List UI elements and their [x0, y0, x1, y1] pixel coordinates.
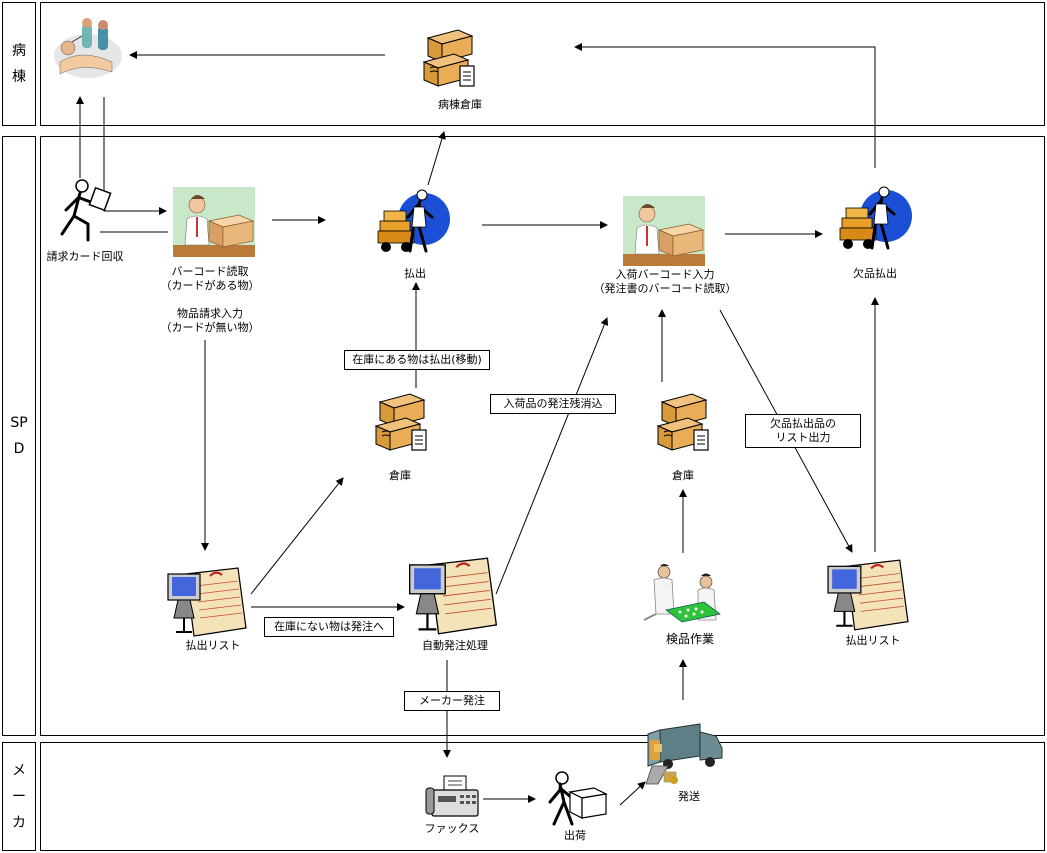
node-request-input-1: 物品請求入力 — [177, 307, 243, 320]
node-fax: ファックス — [424, 822, 480, 835]
flow-label-not-in-stock: 在庫にない物は発注へ — [264, 617, 394, 637]
node-card-collect: 請求カード回収 — [46, 250, 124, 263]
arrow-backorder-to-ward — [574, 43, 876, 168]
arrow-patient-to-clerk — [103, 97, 167, 215]
arrow-autoorder-to-arrival — [495, 317, 609, 595]
lane-ward-text: 病棟 — [12, 43, 26, 85]
node-arrival-input-1: 入荷バーコード入力 — [615, 268, 715, 281]
flow-label-backorder-list: 欠品払出品の リスト出力 — [745, 414, 861, 448]
storage-boxes-icon — [374, 393, 427, 451]
lane-maker — [40, 742, 1045, 851]
worker-handcart-icon — [377, 189, 450, 253]
flow-label-clear-backlog: 入荷品の発注残消込 — [490, 394, 616, 414]
computer-list-icon — [827, 559, 909, 631]
node-ward-storage: 病棟倉庫 — [438, 98, 482, 111]
node-issue-list-2: 払出リスト — [845, 634, 901, 647]
lane-spd-text: SPD — [10, 415, 28, 457]
person-carrying-box-icon — [548, 771, 608, 826]
hospital-bed-icon — [54, 18, 122, 78]
node-warehouse-1: 倉庫 — [389, 469, 411, 482]
clerk-with-boxes-icon — [623, 196, 705, 266]
lane-maker-text: メーカ — [12, 762, 26, 831]
running-person-icon — [60, 179, 112, 242]
fax-machine-icon — [425, 775, 479, 817]
worker-handcart-icon — [839, 186, 912, 250]
flow-label-backorder-list-line2: リスト出力 — [775, 431, 831, 444]
node-request-input-2: （カードが無い物） — [160, 321, 260, 334]
node-arrival-input-2: （発注書のバーコード読取） — [593, 282, 737, 295]
node-inspection: 検品作業 — [665, 632, 714, 646]
clerk-with-boxes-icon — [173, 187, 255, 257]
delivery-truck-icon — [645, 723, 723, 785]
node-issue: 払出 — [404, 267, 426, 280]
storage-boxes-icon — [422, 29, 475, 87]
lane-label-maker: メーカ — [2, 742, 36, 851]
node-issue-list-1: 払出リスト — [185, 639, 241, 652]
arrow-list-to-warehouse — [250, 477, 344, 595]
flow-label-maker-order: メーカー発注 — [404, 691, 500, 711]
lane-ward — [40, 2, 1045, 126]
lane-spd — [40, 136, 1045, 736]
node-dispatch: 発送 — [678, 790, 700, 803]
flow-label-in-stock: 在庫にある物は払出(移動) — [344, 350, 490, 370]
lane-label-ward: 病棟 — [2, 2, 36, 126]
node-shipping: 出荷 — [564, 829, 586, 842]
arrow-issue-to-storage — [427, 131, 446, 186]
computer-list-icon — [409, 557, 498, 635]
inspection-workers-icon — [643, 564, 721, 623]
computer-list-icon — [167, 567, 247, 637]
node-barcode-read-2: （カードがある物） — [160, 279, 260, 292]
arrow-shipping-to-truck — [619, 781, 646, 806]
node-auto-order: 自動発注処理 — [422, 639, 488, 652]
node-backorder-issue: 欠品払出 — [853, 267, 897, 280]
node-warehouse-2: 倉庫 — [672, 469, 694, 482]
storage-boxes-icon — [656, 393, 709, 451]
flow-label-backorder-list-line1: 欠品払出品の — [770, 417, 836, 430]
lane-label-spd: SPD — [2, 136, 36, 736]
node-barcode-read-1: バーコード読取 — [171, 265, 249, 278]
